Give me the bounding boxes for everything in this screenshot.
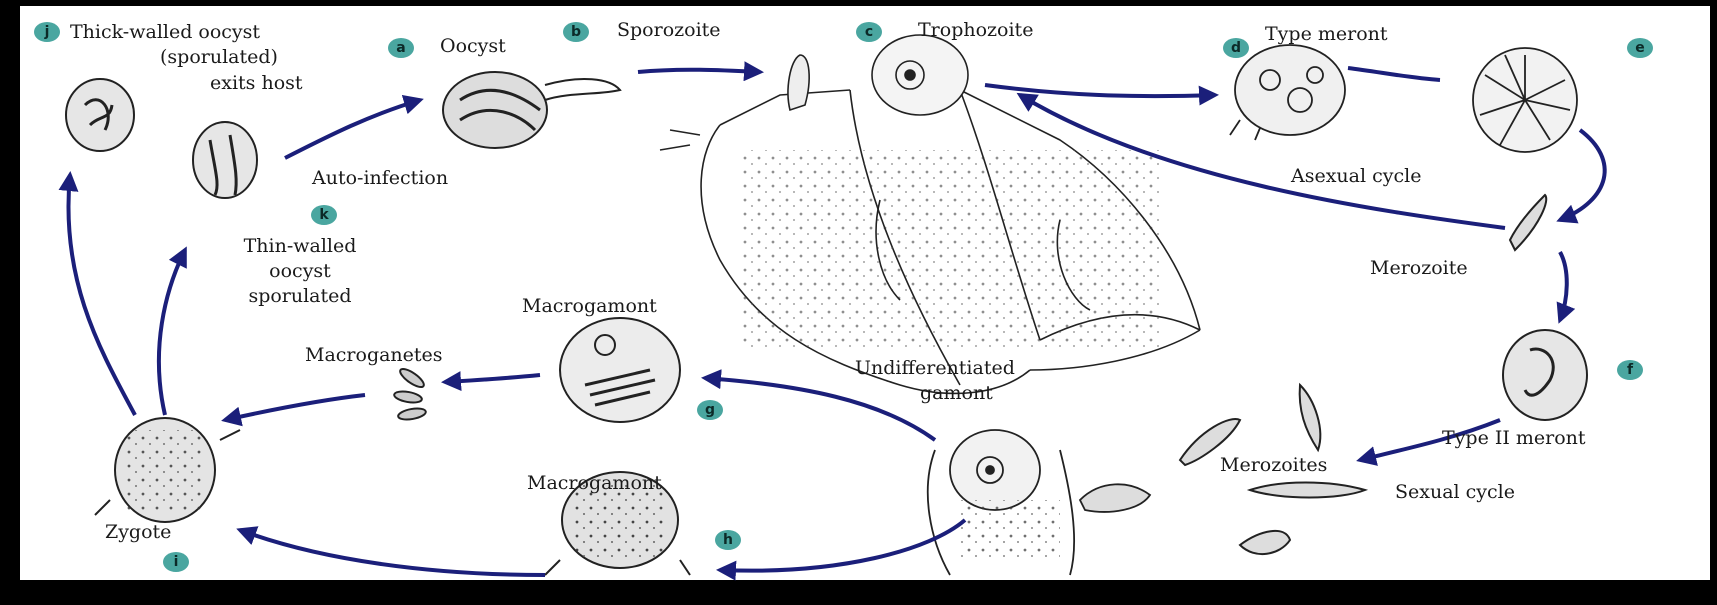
label-thin-walled: Thin-walled <box>200 236 400 257</box>
badge-b: b <box>563 22 589 42</box>
host-epithelium <box>660 90 1200 393</box>
badge-i: i <box>163 552 189 572</box>
thin-walled-oocyst-figure <box>193 122 257 198</box>
label-sporozoite: Sporozoite <box>617 20 721 41</box>
badge-f: f <box>1617 360 1643 380</box>
badge-c: c <box>856 22 882 42</box>
epithelium-top-edge <box>720 90 850 125</box>
macroganetes-figure <box>393 366 426 421</box>
trophozoite-figure <box>872 35 968 115</box>
badge-j: j <box>34 22 60 42</box>
label-macrogamont-top: Macrogamont <box>522 296 657 317</box>
thick-walled-oocyst-figure <box>66 79 134 151</box>
arrow-gamont-to-macrogamont-top <box>705 378 935 440</box>
badge-g: g <box>697 400 723 420</box>
epithelium-stipple <box>740 150 1160 350</box>
label-thin-walled-sporulated: sporulated <box>200 286 400 307</box>
arrow-merozoite-to-type-ii <box>1560 252 1567 320</box>
meront-e-figure <box>1473 48 1577 152</box>
badge-d: d <box>1223 38 1249 58</box>
label-macroganetes: Macroganetes <box>305 345 443 366</box>
label-sexual-cycle: Sexual cycle <box>1395 482 1515 503</box>
badge-a: a <box>388 38 414 58</box>
type-meront-figure <box>1230 45 1345 140</box>
label-thick-walled-oocyst: Thick-walled oocyst <box>70 22 260 43</box>
label-trophozoite: Trophozoite <box>918 20 1033 41</box>
epithelium-fringe <box>660 130 700 150</box>
arrow-macrogamont-to-zygote <box>240 530 545 575</box>
merozoite-figure <box>1510 195 1546 250</box>
label-zygote: Zygote <box>105 522 171 543</box>
arrow-e-to-merozoite <box>1560 130 1605 220</box>
label-merozoites: Merozoites <box>1220 455 1327 476</box>
oocyst-figure <box>443 72 620 148</box>
label-undifferentiated: Undifferentiated <box>855 358 1015 379</box>
zygote-figure <box>95 418 240 522</box>
arrow-zygote-to-thin-walled <box>159 250 185 415</box>
label-merozoite: Merozoite <box>1370 258 1468 279</box>
label-gamont: gamont <box>920 383 993 404</box>
label-type-meront: Type meront <box>1265 24 1388 45</box>
badge-k: k <box>311 205 337 225</box>
arrow-k-to-a <box>285 100 420 158</box>
label-asexual-cycle: Asexual cycle <box>1291 166 1421 187</box>
badge-e: e <box>1627 38 1653 58</box>
undifferentiated-gamont-figure <box>928 430 1150 575</box>
arrow-c-to-d <box>985 85 1215 96</box>
arrow-macroganetes-to-zygote <box>225 395 365 420</box>
arrow-gamont-to-macrogamont-bottom <box>720 520 965 571</box>
type-ii-meront-figure <box>1503 330 1587 420</box>
arrow-a-to-b <box>638 70 760 72</box>
label-macrogamont-bottom: Macrogamont <box>527 473 662 494</box>
label-sporulated: (sporulated) <box>160 47 278 68</box>
label-auto-infection: Auto-infection <box>312 168 448 189</box>
label-type-ii-meront: Type II meront <box>1442 428 1586 449</box>
badge-h: h <box>715 530 741 550</box>
sporozoite-figure <box>788 55 809 110</box>
arrow-d-to-e <box>1348 68 1440 80</box>
label-oocyst: Oocyst <box>440 36 506 57</box>
label-exits-host: exits host <box>210 73 303 94</box>
label-thin-walled-oocyst: oocyst <box>200 261 400 282</box>
arrow-zygote-to-thick-walled <box>68 175 135 415</box>
arrow-macrogamont-to-macroganetes <box>445 375 540 382</box>
macrogamont-top-figure <box>560 318 680 422</box>
